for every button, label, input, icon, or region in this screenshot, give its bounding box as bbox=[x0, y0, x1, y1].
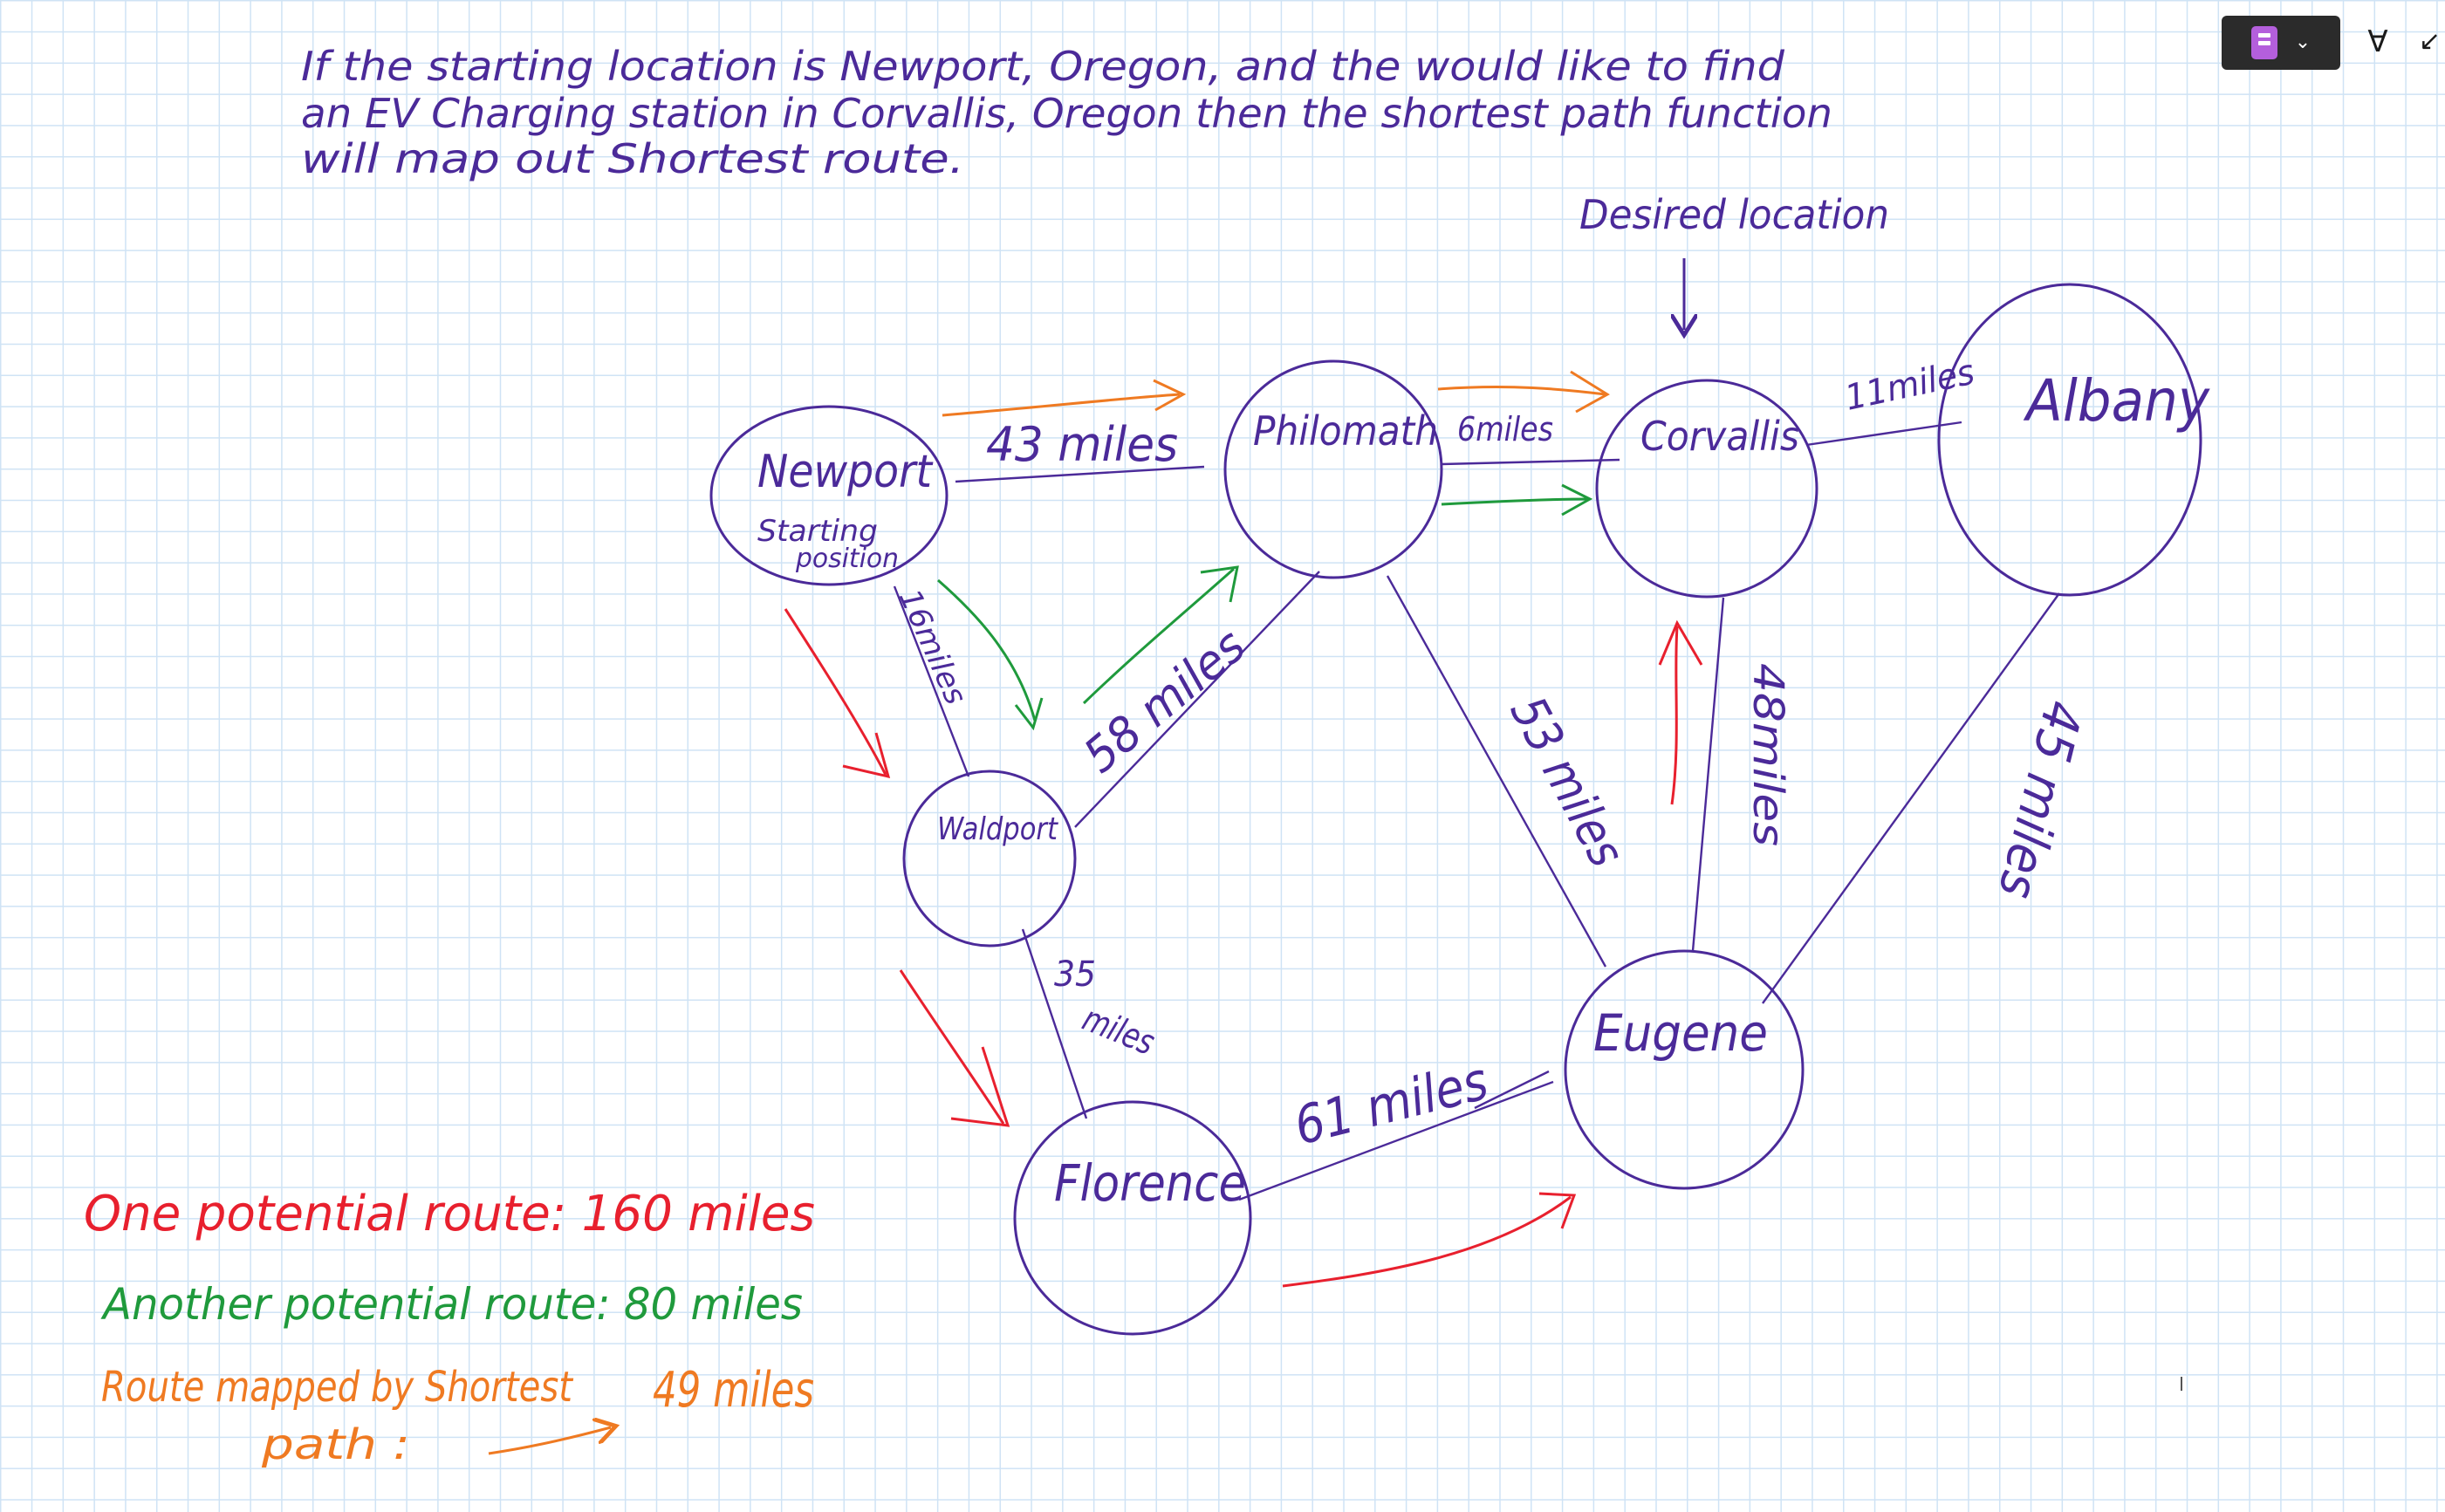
node-philomath bbox=[1223, 359, 1443, 579]
red-arrow-eugene-corvallis-head bbox=[1658, 619, 1703, 666]
node-newport-sub2: position bbox=[795, 544, 899, 574]
node-albany-label: Albany bbox=[2023, 367, 2210, 434]
legend-orange-line2: path : bbox=[261, 1420, 410, 1469]
desired-location-label: Desired location bbox=[1579, 191, 1889, 238]
red-arrow-newport-waldport-head bbox=[842, 732, 891, 779]
node-eugene bbox=[1564, 949, 1805, 1190]
green-arrow-waldport-philomath bbox=[1082, 567, 1235, 705]
edge-waldport-florence bbox=[1021, 928, 1088, 1119]
edge-newport-philomath bbox=[955, 465, 1205, 483]
edge-albany-eugene bbox=[1762, 592, 2060, 1004]
node-labels: Newport Starting position Waldport Philo… bbox=[757, 367, 2210, 1213]
legend-orange-value: 49 miles bbox=[653, 1362, 814, 1419]
red-arrow-eugene-corvallis bbox=[1670, 626, 1679, 805]
green-route-arrows bbox=[937, 483, 1593, 731]
orange-arrow-philomath-corvallis bbox=[1437, 386, 1606, 396]
orange-arrow-newport-philomath bbox=[942, 393, 1181, 417]
chevron-down-icon: ⌄ bbox=[2294, 31, 2311, 53]
edge-florence-eugene-a bbox=[1238, 1080, 1554, 1201]
edge-philomath-corvallis bbox=[1441, 458, 1620, 466]
green-arrow-philomath-corvallis-head bbox=[1561, 483, 1593, 517]
red-route-arrows bbox=[784, 608, 1703, 1288]
collapse-icon[interactable]: ↙ bbox=[2419, 26, 2442, 57]
edge-albany-eugene-label: 45 miles bbox=[1986, 694, 2094, 904]
legend-orange-line1: Route mapped by Shortest bbox=[101, 1363, 574, 1412]
node-eugene-label: Eugene bbox=[1593, 1003, 1768, 1063]
edge-labels: 43 miles 16miles 58 miles 6miles 11miles… bbox=[892, 352, 2094, 1158]
notebook-icon bbox=[2250, 26, 2277, 59]
edge-philomath-eugene bbox=[1386, 575, 1607, 968]
green-arrow-newport-waldport-head bbox=[1014, 697, 1044, 731]
red-arrow-waldport-florence bbox=[899, 969, 1005, 1125]
header-note-line3: will map out Shortest route. bbox=[301, 135, 964, 182]
node-albany bbox=[1937, 283, 2202, 597]
green-arrow-philomath-corvallis bbox=[1441, 497, 1589, 506]
edge-corvallis-eugene bbox=[1691, 597, 1725, 952]
edge-waldport-philomath bbox=[1074, 571, 1320, 828]
green-arrow-waldport-philomath-head bbox=[1200, 565, 1239, 603]
edge-newport-waldport bbox=[893, 585, 970, 777]
edge-corvallis-eugene-label: 48miles bbox=[1743, 663, 1792, 846]
node-corvallis bbox=[1595, 379, 1818, 599]
orange-arrow-newport-philomath-head bbox=[1153, 379, 1187, 412]
node-waldport-label: Waldport bbox=[937, 811, 1059, 847]
red-arrow-florence-eugene-head bbox=[1538, 1192, 1577, 1229]
legend: One potential route: 160 miles Another p… bbox=[84, 1186, 815, 1469]
edge-philomath-eugene-label: 53 miles bbox=[1499, 688, 1635, 876]
node-newport-sub1: Starting bbox=[757, 514, 878, 549]
graph-edges bbox=[893, 421, 2060, 1201]
header-note-line1: If the starting location is Newport, Ore… bbox=[301, 43, 1785, 90]
legend-orange-arrow bbox=[488, 1427, 611, 1455]
edge-florence-eugene-label: 61 miles bbox=[1289, 1050, 1494, 1157]
orange-arrow-philomath-corvallis-head bbox=[1570, 370, 1610, 414]
red-arrow-waldport-florence-head bbox=[950, 1046, 1010, 1127]
node-waldport bbox=[902, 770, 1077, 948]
pen-icon[interactable]: ∀ bbox=[2367, 24, 2388, 59]
header-note: If the starting location is Newport, Ore… bbox=[301, 43, 1832, 182]
node-florence bbox=[1013, 1100, 1252, 1336]
edge-florence-eugene-b bbox=[1474, 1070, 1550, 1110]
header-note-line2: an EV Charging station in Corvallis, Ore… bbox=[301, 90, 1832, 137]
edge-corvallis-albany-label: 11miles bbox=[1842, 352, 1978, 419]
orange-route-arrows bbox=[942, 370, 1610, 417]
edge-newport-philomath-label: 43 miles bbox=[986, 417, 1178, 472]
green-arrow-newport-waldport bbox=[937, 578, 1037, 722]
legend-green-route: Another potential route: 80 miles bbox=[100, 1279, 803, 1330]
edge-waldport-florence-label-top: 35 bbox=[1054, 954, 1096, 995]
edge-waldport-philomath-label: 58 miles bbox=[1073, 618, 1256, 783]
node-newport-label: Newport bbox=[757, 446, 933, 498]
notebook-switcher[interactable]: ⌄ bbox=[2222, 16, 2340, 70]
graph-nodes bbox=[709, 283, 2202, 1336]
edge-corvallis-albany bbox=[1805, 421, 1962, 447]
red-arrow-newport-waldport bbox=[784, 608, 887, 776]
edge-waldport-florence-label-bottom: miles bbox=[1077, 999, 1160, 1064]
node-florence-label: Florence bbox=[1054, 1153, 1246, 1213]
legend-red-route: One potential route: 160 miles bbox=[84, 1186, 815, 1242]
red-arrow-florence-eugene bbox=[1282, 1195, 1572, 1288]
edge-philomath-corvallis-label: 6miles bbox=[1457, 410, 1553, 448]
node-corvallis-label: Corvallis bbox=[1640, 413, 1799, 460]
node-philomath-label: Philomath bbox=[1253, 407, 1438, 455]
node-newport bbox=[709, 405, 949, 586]
